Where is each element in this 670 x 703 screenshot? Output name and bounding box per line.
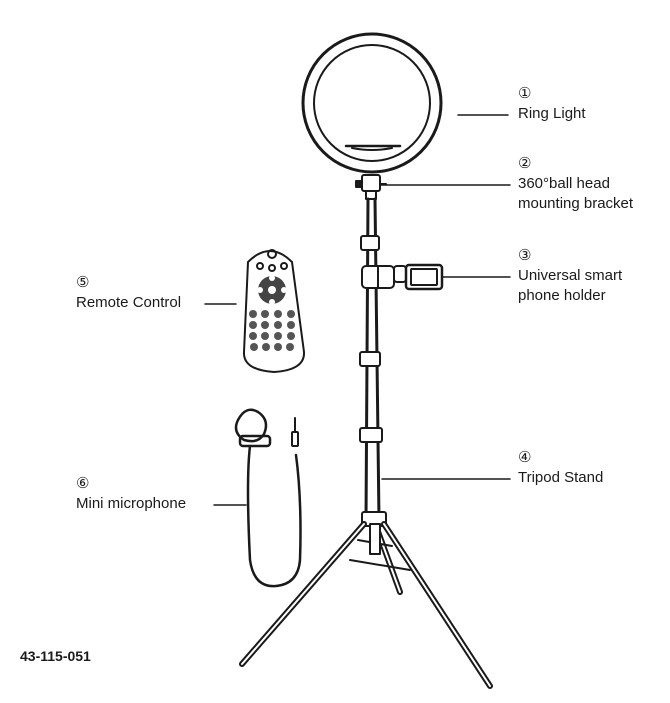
callout-label: Remote Control [76, 294, 182, 311]
callout-label: mounting bracket [518, 195, 634, 212]
remote-buttons [249, 310, 295, 351]
stand-pole [359, 197, 383, 522]
callout-number: ① [518, 85, 532, 102]
leader-lines [204, 114, 511, 506]
ball-head-bracket [355, 174, 387, 200]
mini-microphone [234, 408, 302, 588]
callout-label: 360°ball head [518, 175, 610, 192]
tripod-legs [239, 511, 493, 689]
callout-number: ④ [518, 449, 532, 466]
callout-label: Tripod Stand [518, 469, 604, 486]
callout-tripod: ④ Tripod Stand [518, 448, 603, 488]
callout-ring-light: ① Ring Light [518, 84, 586, 124]
callout-number: ② [518, 155, 532, 172]
callout-label: Ring Light [518, 105, 586, 122]
callout-phone-holder: ③ Universal smart phone holder [518, 246, 622, 306]
callout-label: Universal smart [518, 267, 623, 284]
callout-microphone: ⑥ Mini microphone [76, 474, 186, 514]
callout-ball-head: ② 360°ball head mounting bracket [518, 154, 633, 214]
callout-remote: ⑤ Remote Control [76, 273, 181, 313]
callout-label: Mini microphone [76, 495, 187, 512]
callout-number: ③ [518, 247, 532, 264]
ring-light [301, 32, 443, 174]
callout-number: ⑤ [76, 274, 90, 291]
remote-control [242, 249, 306, 373]
phone-holder [361, 263, 444, 291]
model-code: 43-115-051 [20, 648, 91, 664]
callout-label: phone holder [518, 287, 606, 304]
callout-number: ⑥ [76, 475, 90, 492]
